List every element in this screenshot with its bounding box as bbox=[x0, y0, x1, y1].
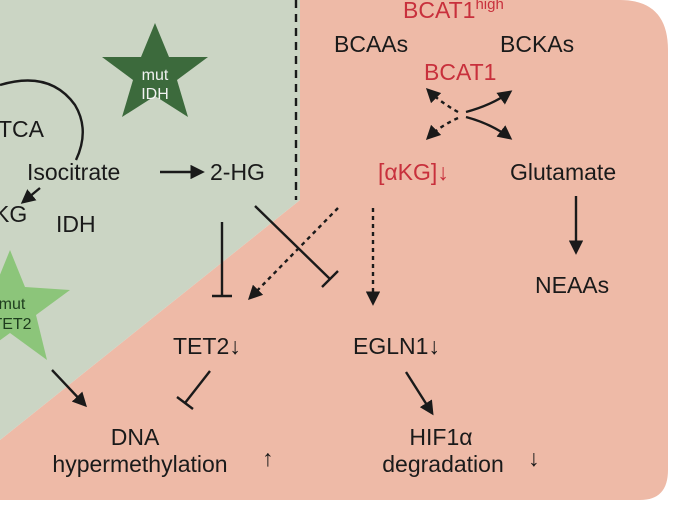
mut-tet2-star-shape bbox=[0, 250, 70, 360]
tet2-inhibits-dna-line bbox=[184, 370, 211, 404]
mut-tet2-label-line1: mut bbox=[0, 296, 26, 313]
hif-decrease-arrow: ↓ bbox=[528, 445, 540, 471]
hypermethylation-label: hypermethylation bbox=[52, 451, 227, 477]
bcat1-reaction-upper bbox=[465, 90, 513, 114]
egln1-to-hif-arrow bbox=[404, 371, 434, 416]
bcat1-reaction-dotted-lower bbox=[425, 116, 459, 141]
isocitrate-to-akg-arrow bbox=[20, 187, 41, 204]
bckas-label: BCKAs bbox=[500, 31, 574, 57]
mut-tet2-label-line2: TET2 bbox=[0, 316, 32, 333]
bcat1-high-region bbox=[0, 0, 668, 500]
idh-label: IDH bbox=[56, 211, 96, 237]
tca-cycle-arc bbox=[0, 79, 84, 161]
neaas-label: NEAAs bbox=[535, 272, 609, 298]
isocitrate-label: Isocitrate bbox=[27, 159, 120, 185]
mut-idh-star: mut IDH bbox=[102, 23, 208, 117]
tca-label: TCA bbox=[0, 116, 45, 142]
bcat1-enzyme-label: BCAT1 bbox=[424, 59, 496, 85]
tet2-label: TET2↓ bbox=[173, 333, 241, 359]
bcat1-high-label: BCAT1high bbox=[403, 0, 504, 23]
hif1a-label: HIF1α bbox=[409, 424, 472, 450]
mut-idh-label-line2: IDH bbox=[141, 86, 169, 103]
tet2-inhibits-dna-bar bbox=[176, 396, 194, 410]
mutant-region bbox=[0, 0, 300, 440]
egln1-label: EGLN1↓ bbox=[353, 333, 440, 359]
akg-label: [αKG]↓ bbox=[378, 159, 449, 185]
2hg-inhibits-egln1-bar bbox=[321, 270, 339, 288]
mut-idh-label-line1: mut bbox=[142, 67, 169, 84]
dna-increase-arrow: ↑ bbox=[262, 445, 274, 471]
akg-to-tet2-dotted-arrow bbox=[247, 207, 339, 301]
2hg-label: 2-HG bbox=[210, 159, 265, 185]
mut-idh-star-shape bbox=[102, 23, 208, 117]
dna-label: DNA bbox=[111, 424, 160, 450]
2hg-inhibits-egln1-line bbox=[254, 205, 331, 280]
bcaas-label: BCAAs bbox=[334, 31, 408, 57]
mut-tet2-star: mut TET2 bbox=[0, 250, 70, 360]
akg-left-label: KG bbox=[0, 201, 27, 227]
glutamate-label: Glutamate bbox=[510, 159, 616, 185]
bcat1-reaction-lower bbox=[465, 115, 513, 140]
degradation-label: degradation bbox=[382, 451, 504, 477]
mut-tet2-to-dna-arrow bbox=[51, 369, 87, 408]
bcat1-reaction-dotted-upper bbox=[425, 87, 459, 114]
